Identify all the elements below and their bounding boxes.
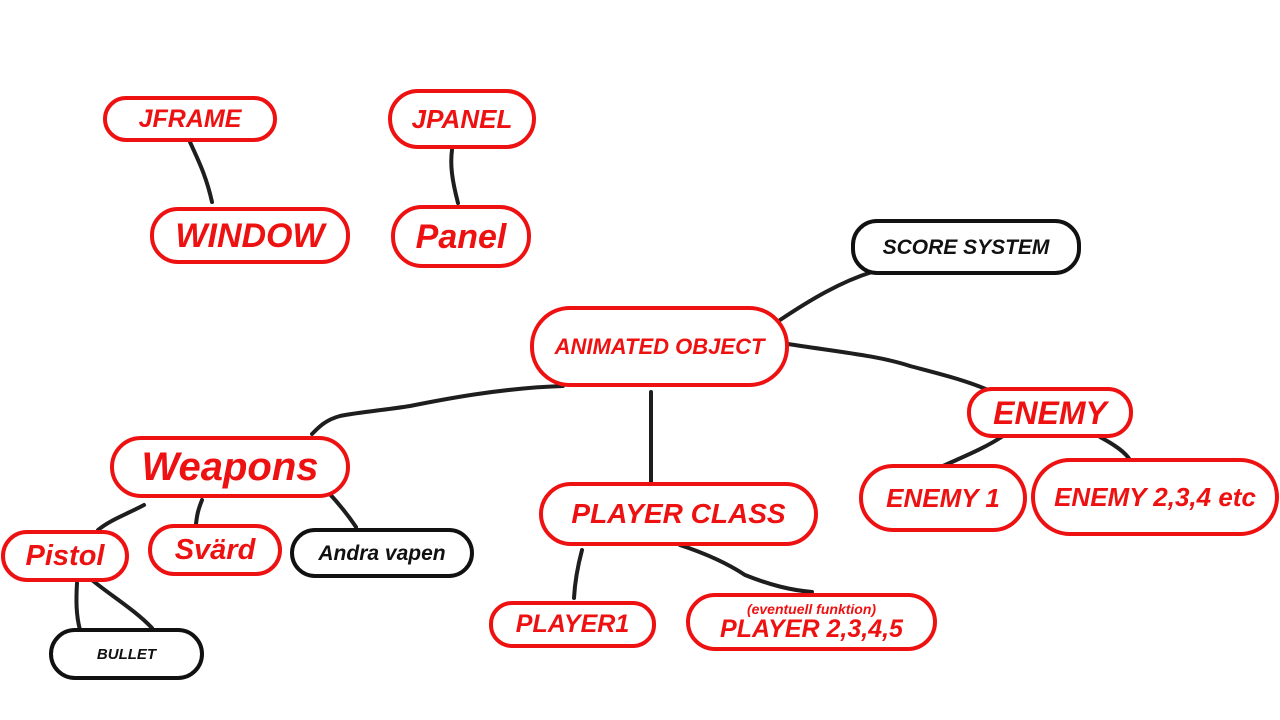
node-animated-object-label: ANIMATED OBJECT — [554, 333, 765, 359]
connector-animated-enemy — [786, 342, 990, 392]
node-weapons: Weapons — [110, 436, 350, 498]
node-panel-label: Panel — [415, 217, 507, 256]
node-andra-vapen: Andra vapen — [290, 528, 474, 578]
node-player-multi: (eventuell funktion) PLAYER 2,3,4,5 — [686, 593, 937, 651]
node-pistol: Pistol — [1, 530, 129, 582]
connector-pistol-bullet-left — [74, 581, 82, 632]
node-jpanel-label: JPANEL — [411, 104, 513, 134]
connector-weapons-andra — [326, 490, 358, 529]
node-jframe: JFRAME — [103, 96, 277, 142]
connector-playerclass-playermulti — [678, 543, 814, 594]
connector-playerclass-player1 — [572, 548, 584, 600]
node-pistol-label: Pistol — [25, 539, 105, 572]
node-player1: PLAYER1 — [489, 601, 656, 648]
connector-jframe-window — [188, 140, 214, 204]
node-andra-vapen-label: Andra vapen — [318, 541, 446, 565]
node-player-class: PLAYER CLASS — [539, 482, 818, 546]
connector-enemy-enemymulti — [1098, 435, 1132, 462]
node-svard: Svärd — [148, 524, 282, 576]
node-jpanel: JPANEL — [388, 89, 536, 149]
node-jframe-label: JFRAME — [138, 104, 242, 133]
node-enemy-label: ENEMY — [993, 394, 1107, 431]
connector-pistol-bullet-right — [90, 578, 154, 630]
node-bullet: BULLET — [49, 628, 204, 680]
connector-animated-score — [778, 270, 874, 322]
node-player-multi-note: (eventuell funktion) — [746, 601, 877, 617]
node-bullet-label: BULLET — [96, 645, 157, 663]
connector-jpanel-panel — [449, 148, 460, 205]
node-enemy-multi: ENEMY 2,3,4 etc — [1031, 458, 1279, 536]
node-animated-object: ANIMATED OBJECT — [530, 306, 789, 387]
node-player-multi-label: PLAYER 2,3,4,5 — [720, 615, 903, 643]
node-enemy: ENEMY — [967, 387, 1133, 438]
connector-weapons-pistol — [96, 503, 146, 532]
connector-animated-weapons — [310, 384, 565, 436]
node-window: WINDOW — [150, 207, 350, 264]
node-enemy-multi-label: ENEMY 2,3,4 etc — [1054, 482, 1256, 512]
node-score-system-label: SCORE SYSTEM — [882, 235, 1050, 259]
node-player1-label: PLAYER1 — [515, 610, 630, 638]
node-enemy1-label: ENEMY 1 — [886, 483, 1000, 513]
connector-enemy-enemy1 — [941, 434, 1005, 468]
node-player-class-label: PLAYER CLASS — [571, 498, 786, 529]
node-enemy1: ENEMY 1 — [859, 464, 1027, 532]
node-weapons-label: Weapons — [141, 445, 319, 489]
node-window-label: WINDOW — [175, 216, 325, 255]
node-panel: Panel — [391, 205, 531, 268]
node-svard-label: Svärd — [174, 533, 256, 566]
connector-weapons-svard — [194, 498, 204, 526]
node-score-system: SCORE SYSTEM — [851, 219, 1081, 275]
